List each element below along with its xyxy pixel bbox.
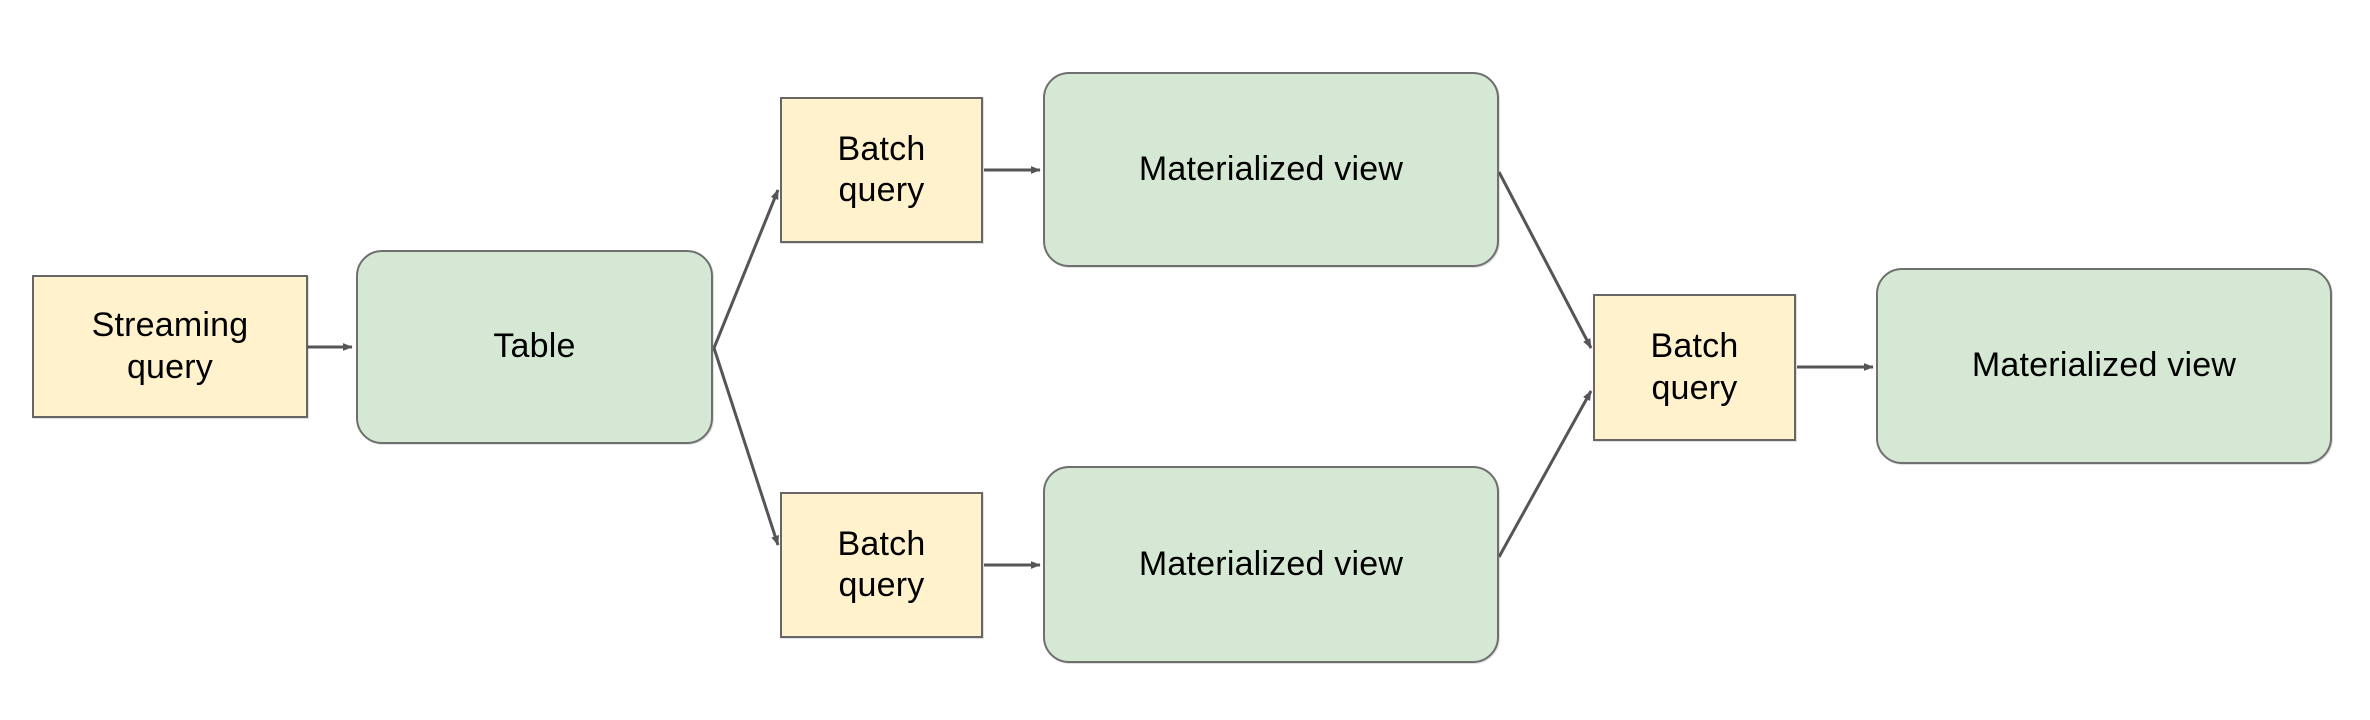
node-batch-query-top-label: Batch query [837, 129, 926, 209]
edge-mv-top-to-batch-join [1497, 171, 1593, 349]
node-table[interactable]: Table [356, 250, 713, 444]
edge-table-to-batch-bottom [712, 347, 780, 546]
node-batch-query-top[interactable]: Batch query [780, 97, 983, 243]
node-batch-query-join-label: Batch query [1650, 327, 1739, 407]
node-batch-query-bottom-label: Batch query [837, 524, 926, 604]
node-materialized-view-final-label: Materialized view [1971, 346, 2237, 385]
node-streaming-query-label: Streaming query [91, 306, 249, 386]
node-materialized-view-bottom-label: Materialized view [1138, 544, 1404, 583]
node-table-label: Table [493, 327, 576, 366]
node-batch-query-bottom[interactable]: Batch query [780, 492, 983, 638]
edge-table-to-batch-top [712, 189, 780, 349]
node-materialized-view-final[interactable]: Materialized view [1876, 268, 2332, 464]
node-materialized-view-top-label: Materialized view [1138, 149, 1404, 188]
node-streaming-query[interactable]: Streaming query [32, 275, 308, 418]
node-materialized-view-bottom[interactable]: Materialized view [1043, 466, 1499, 663]
node-materialized-view-top[interactable]: Materialized view [1043, 72, 1499, 267]
node-batch-query-join[interactable]: Batch query [1593, 294, 1796, 441]
edge-mv-bottom-to-batch-join [1497, 390, 1593, 558]
